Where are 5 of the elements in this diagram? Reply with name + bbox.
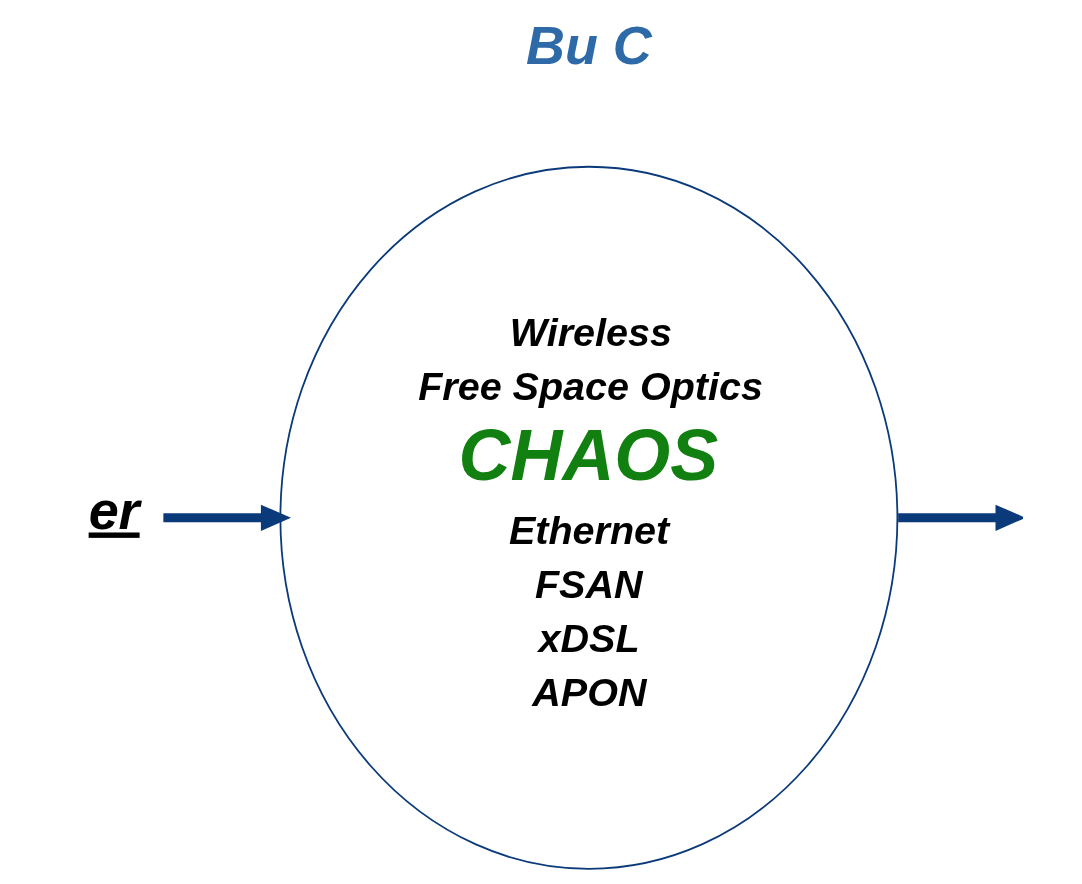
arrow	[163, 504, 291, 531]
node-ellipse: Wireless Free Space Optics CHAOS Ethernet FSAN xDSL APON	[279, 165, 899, 870]
arrow	[898, 504, 1023, 531]
label: Bu C	[525, 14, 652, 75]
node-text: er	[88, 480, 140, 541]
